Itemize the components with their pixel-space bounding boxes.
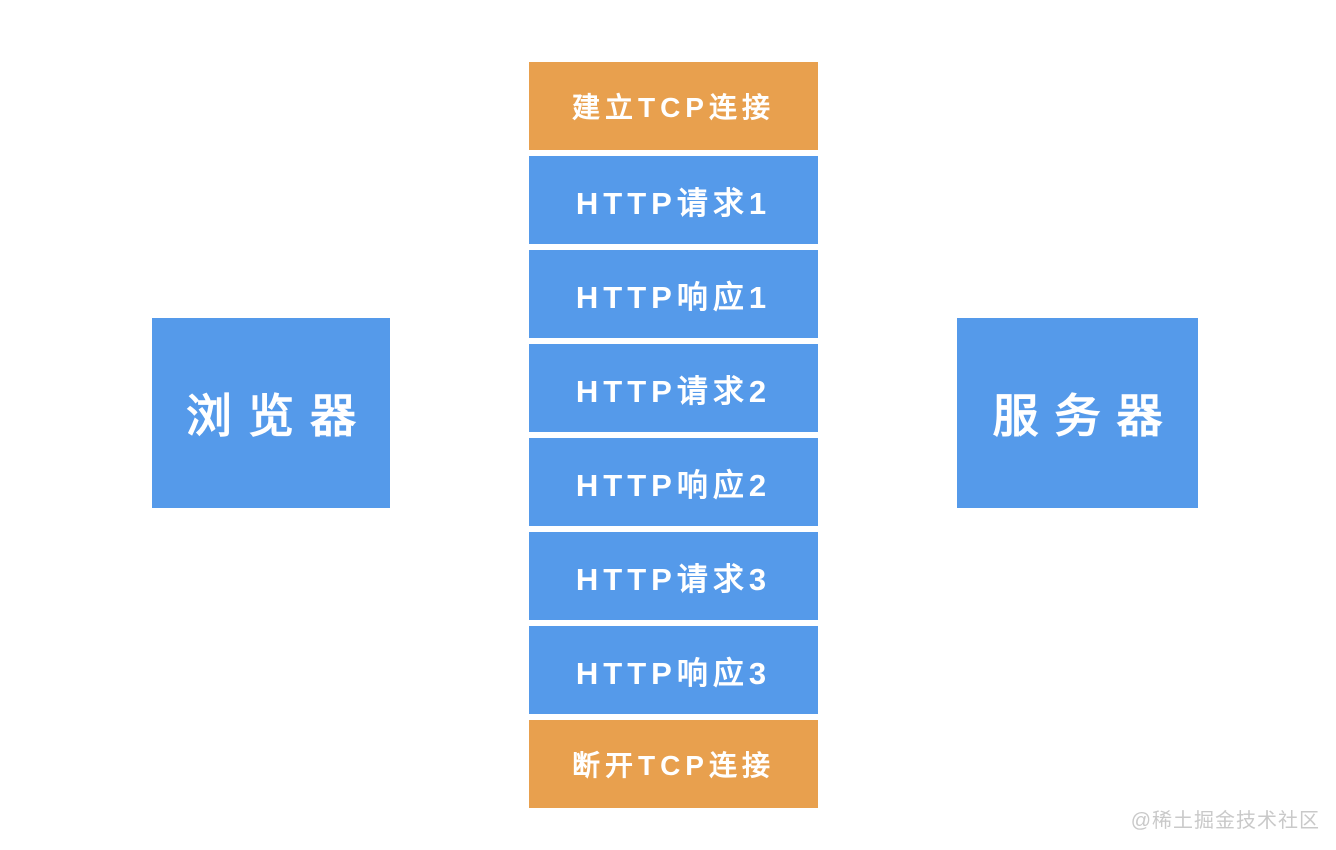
browser-label: 浏览器 bbox=[186, 390, 372, 442]
server-box: 服务器 bbox=[957, 318, 1198, 508]
flow-step: HTTP请求2 bbox=[529, 344, 818, 432]
server-label: 服务器 bbox=[992, 390, 1179, 442]
flow-step: 断开TCP连接 bbox=[529, 720, 818, 808]
flow-step: HTTP响应3 bbox=[529, 626, 818, 714]
flow-step: HTTP响应1 bbox=[529, 250, 818, 338]
flow-step: HTTP请求3 bbox=[529, 532, 818, 620]
browser-box: 浏览器 bbox=[152, 318, 390, 508]
watermark: @稀土掘金技术社区 bbox=[1130, 810, 1320, 832]
flow-step: HTTP响应2 bbox=[529, 438, 818, 526]
flow-step: HTTP请求1 bbox=[529, 156, 818, 244]
flow-step: 建立TCP连接 bbox=[529, 62, 818, 150]
